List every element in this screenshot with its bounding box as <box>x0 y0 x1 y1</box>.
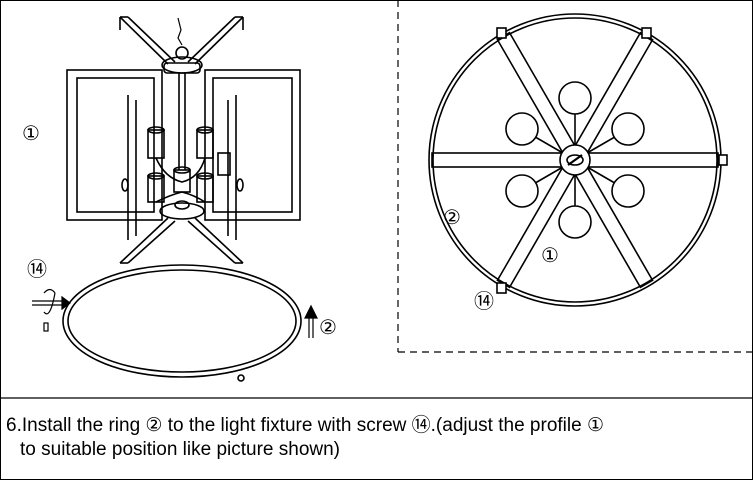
label-ring-left: ② <box>319 315 337 339</box>
up-arrow <box>304 304 318 338</box>
label-screw-right: ⑭ <box>474 289 494 313</box>
label-profile-right: ① <box>541 243 559 267</box>
caption-line-1: 6.Install the ring ② to the light fixtur… <box>6 415 604 436</box>
screw-arrow <box>32 288 71 332</box>
label-profile-left: ① <box>22 121 40 145</box>
ring-part <box>62 264 302 382</box>
label-screw-left: ⑭ <box>27 257 47 281</box>
label-ring-right: ② <box>443 205 461 229</box>
caption-line-2: to suitable position like picture shown) <box>20 439 341 460</box>
instruction-caption: 6.Install the ring ② to the light fixtur… <box>6 414 751 462</box>
chandelier-side-view <box>66 16 301 264</box>
chandelier-top-view <box>428 13 728 307</box>
